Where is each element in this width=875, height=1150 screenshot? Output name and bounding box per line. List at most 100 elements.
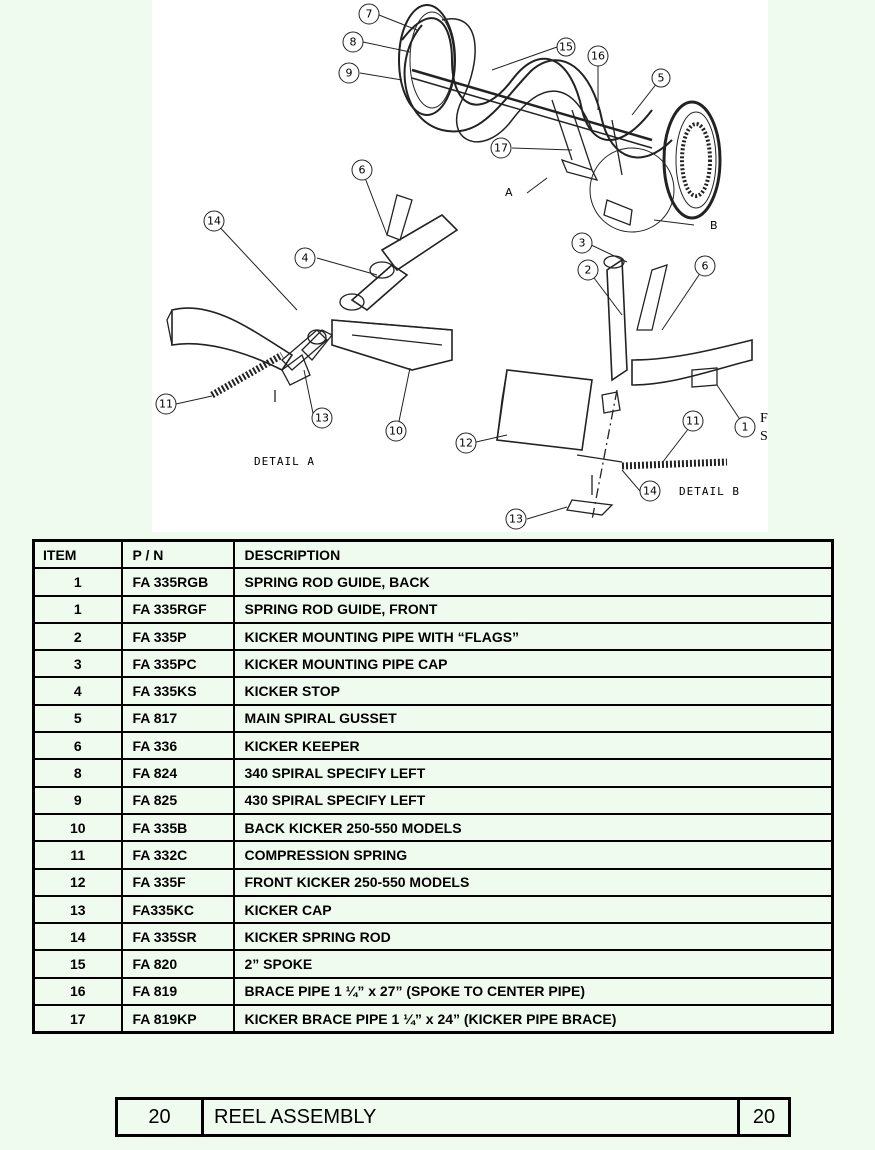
exploded-parts-drawing: 7 8 9 15 16 5 17 6 14 4 3 2 6 11 13 10 1… [152, 0, 768, 532]
detail-a-drawing [166, 194, 459, 402]
cell-part-number: FA 819 [120, 976, 235, 1007]
callout-4: 4 [302, 252, 309, 265]
cell-part-number: FA 335B [120, 812, 235, 843]
header-item: ITEM [32, 539, 123, 570]
detail-b-pointer-label: B [710, 219, 718, 232]
cell-description: KICKER STOP [232, 676, 834, 706]
cell-item: 16 [32, 976, 123, 1007]
cell-part-number: FA 335SR [120, 922, 235, 952]
cell-item: 4 [32, 676, 123, 706]
callout-14-detail-b: 14 [643, 485, 657, 498]
cell-description: KICKER CAP [232, 894, 834, 925]
cell-description: SPRING ROD GUIDE, FRONT [232, 594, 834, 624]
cell-part-number: FA 335PC [120, 649, 235, 679]
spiral-reel-drawing [398, 4, 722, 233]
cell-part-number: FA 335RGB [120, 567, 235, 597]
cell-description: MAIN SPIRAL GUSSET [232, 703, 834, 734]
cell-item: 12 [32, 867, 123, 897]
cell-part-number: FA 820 [120, 949, 235, 979]
callout-6-detail-a: 6 [359, 164, 366, 177]
cell-part-number: FA 824 [120, 758, 235, 788]
cell-part-number: FA 335P [120, 621, 235, 652]
callout-14-detail-a: 14 [207, 215, 221, 228]
cell-description: KICKER MOUNTING PIPE CAP [232, 649, 834, 679]
cell-description: KICKER BRACE PIPE 1 ¼” x 24” (KICKER PIP… [232, 1004, 834, 1034]
front-shown-label-line2: SHOWN [760, 429, 768, 444]
callout-6-detail-b: 6 [702, 260, 709, 273]
callout-3: 3 [579, 237, 586, 250]
callout-11-detail-b: 11 [686, 415, 700, 428]
cell-item: 6 [32, 731, 123, 761]
cell-item: 8 [32, 758, 123, 788]
cell-part-number: FA 332C [120, 840, 235, 870]
cell-item: 13 [32, 894, 123, 925]
cell-description: KICKER MOUNTING PIPE WITH “FLAGS” [232, 621, 834, 652]
cell-description: SPRING ROD GUIDE, BACK [232, 567, 834, 597]
page-footer: 20 REEL ASSEMBLY 20 [115, 1097, 791, 1137]
header-part-number: P / N [120, 539, 235, 570]
callout-17: 17 [494, 142, 508, 155]
callout-8: 8 [350, 36, 357, 49]
detail-a-pointer-label: A [505, 186, 513, 199]
front-shown-label-line1: FRONT [760, 411, 768, 426]
callout-12: 12 [459, 437, 473, 450]
cell-description: 430 SPIRAL SPECIFY LEFT [232, 785, 834, 815]
cell-item: 15 [32, 949, 123, 979]
cell-description: COMPRESSION SPRING [232, 840, 834, 870]
cell-item: 3 [32, 649, 123, 679]
footer-page-number-left: 20 [118, 1100, 204, 1134]
callout-5: 5 [658, 72, 665, 85]
footer-section-title: REEL ASSEMBLY [214, 1105, 377, 1128]
cell-part-number: FA 825 [120, 785, 235, 815]
cell-description: KICKER KEEPER [232, 731, 834, 761]
callout-13-detail-a: 13 [315, 412, 329, 425]
callout-9: 9 [346, 67, 353, 80]
detail-b-drawing [496, 255, 753, 521]
cell-description: FRONT KICKER 250-550 MODELS [232, 867, 834, 897]
cell-part-number: FA 335KS [120, 676, 235, 706]
cell-part-number: FA 817 [120, 703, 235, 734]
cell-description: BACK KICKER 250-550 MODELS [232, 812, 834, 843]
callout-11-detail-a: 11 [159, 398, 173, 411]
callout-10: 10 [389, 425, 403, 438]
callout-bubbles [155, 3, 756, 530]
header-description: DESCRIPTION [232, 539, 834, 570]
cell-item: 10 [32, 812, 123, 843]
detail-a-label: DETAIL A [254, 455, 315, 468]
callout-1: 1 [742, 421, 749, 434]
footer-page-number-right: 20 [737, 1100, 788, 1134]
cell-item: 14 [32, 922, 123, 952]
cell-part-number: FA 336 [120, 731, 235, 761]
cell-item: 1 [32, 594, 123, 624]
table-header-row: ITEM P / N DESCRIPTION [32, 539, 834, 570]
callout-2: 2 [585, 264, 592, 277]
cell-part-number: FA 819KP [120, 1004, 235, 1034]
cell-description: 340 SPIRAL SPECIFY LEFT [232, 758, 834, 788]
callout-7: 7 [366, 8, 373, 21]
cell-description: 2” SPOKE [232, 949, 834, 979]
detail-b-label: DETAIL B [679, 485, 740, 498]
callout-15: 15 [559, 41, 573, 54]
cell-item: 2 [32, 621, 123, 652]
cell-part-number: FA335KC [120, 894, 235, 925]
callout-16: 16 [591, 50, 605, 63]
cell-part-number: FA 335F [120, 867, 235, 897]
callout-13-detail-b: 13 [509, 513, 523, 526]
cell-item: 17 [32, 1004, 123, 1034]
